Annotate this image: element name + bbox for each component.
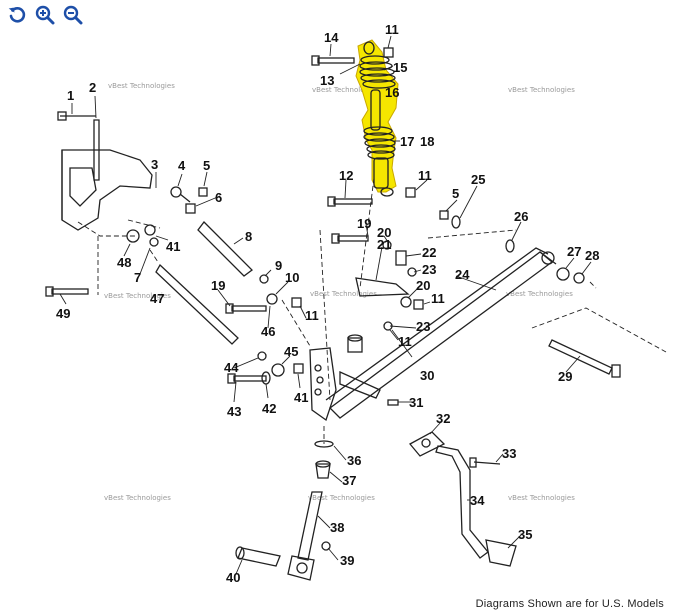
callout-13[interactable]: 13 <box>320 73 334 88</box>
watermark: vBest Technologies <box>104 494 171 502</box>
zoom-in-button[interactable] <box>34 4 56 26</box>
callout-14[interactable]: 14 <box>324 30 339 45</box>
watermark: vBest Technologies <box>508 86 575 94</box>
callout-7[interactable]: 7 <box>134 270 141 285</box>
watermarks: vBest Technologies vBest Technologies vB… <box>104 82 575 502</box>
zoom-out-icon <box>63 5 83 25</box>
callout-23[interactable]: 23 <box>416 319 430 334</box>
callout-31[interactable]: 31 <box>409 395 423 410</box>
watermark: vBest Technologies <box>308 494 375 502</box>
watermark: vBest Technologies <box>506 290 573 298</box>
callout-22[interactable]: 22 <box>422 245 436 260</box>
callout-20[interactable]: 20 <box>377 225 391 240</box>
rotate-button[interactable] <box>6 4 28 26</box>
callout-32[interactable]: 32 <box>436 411 450 426</box>
callout-11[interactable]: 11 <box>305 308 319 323</box>
callout-10[interactable]: 10 <box>285 270 299 285</box>
callout-16[interactable]: 16 <box>385 85 399 100</box>
callout-17[interactable]: 17 <box>400 134 414 149</box>
callout-19[interactable]: 19 <box>211 278 225 293</box>
callout-8[interactable]: 8 <box>245 229 252 244</box>
callout-5[interactable]: 5 <box>452 186 459 201</box>
callout-20[interactable]: 20 <box>416 278 430 293</box>
models-footer-note: Diagrams Shown are for U.S. Models <box>475 598 664 610</box>
callout-2[interactable]: 2 <box>89 80 96 95</box>
zoom-out-button[interactable] <box>62 4 84 26</box>
watermark: vBest Technologies <box>508 494 575 502</box>
hardware-parts[interactable] <box>45 47 621 406</box>
callout-1[interactable]: 1 <box>67 88 74 103</box>
callout-47[interactable]: 47 <box>150 291 164 306</box>
watermark: vBest Technologies <box>108 82 175 90</box>
callout-3[interactable]: 3 <box>151 157 158 172</box>
watermark: vBest Technologies <box>104 292 171 300</box>
callout-33[interactable]: 33 <box>502 446 516 461</box>
callout-38[interactable]: 38 <box>330 520 344 535</box>
callout-11[interactable]: 11 <box>398 334 412 349</box>
callout-45[interactable]: 45 <box>284 344 298 359</box>
callout-labels: 1 2 3 4 5 5 6 7 8 9 10 11 11 11 11 11 12… <box>56 22 599 585</box>
callout-34[interactable]: 34 <box>470 493 485 508</box>
callout-40[interactable]: 40 <box>226 570 240 585</box>
callout-35[interactable]: 35 <box>518 527 532 542</box>
callout-41[interactable]: 41 <box>294 390 308 405</box>
callout-28[interactable]: 28 <box>585 248 599 263</box>
callout-46[interactable]: 46 <box>261 324 275 339</box>
rotate-ccw-icon <box>8 7 26 23</box>
callout-5[interactable]: 5 <box>203 158 210 173</box>
leader-ticks <box>59 35 592 575</box>
front-axle[interactable] <box>309 247 557 422</box>
callout-26[interactable]: 26 <box>514 209 528 224</box>
callout-24[interactable]: 24 <box>455 267 470 282</box>
shock-absorber-highlight[interactable] <box>355 39 399 197</box>
watermark: vBest Technologies <box>310 290 377 298</box>
callout-18[interactable]: 18 <box>420 134 434 149</box>
callout-29[interactable]: 29 <box>558 369 572 384</box>
callout-21[interactable]: 21 <box>377 237 391 252</box>
callout-23[interactable]: 23 <box>422 262 436 277</box>
callout-25[interactable]: 25 <box>471 172 485 187</box>
viewer-toolbar <box>6 4 84 26</box>
watermark: vBest Technologies <box>312 86 379 94</box>
callout-36[interactable]: 36 <box>347 453 361 468</box>
callout-9[interactable]: 9 <box>275 258 282 273</box>
callout-11[interactable]: 11 <box>385 22 399 37</box>
pedal-assembly[interactable] <box>408 431 517 567</box>
callout-49[interactable]: 49 <box>56 306 70 321</box>
callout-27[interactable]: 27 <box>567 244 581 259</box>
callout-43[interactable]: 43 <box>227 404 241 419</box>
callout-6[interactable]: 6 <box>215 190 222 205</box>
leader-lines <box>77 177 667 444</box>
callout-41[interactable]: 41 <box>166 239 180 254</box>
spindle-assembly[interactable] <box>235 440 334 581</box>
zoom-in-icon <box>35 5 55 25</box>
frame-bracket[interactable] <box>57 111 153 231</box>
callout-48[interactable]: 48 <box>117 255 131 270</box>
callout-39[interactable]: 39 <box>340 553 354 568</box>
callout-19[interactable]: 19 <box>357 216 371 231</box>
callout-44[interactable]: 44 <box>224 360 239 375</box>
callout-42[interactable]: 42 <box>262 401 276 416</box>
callout-30[interactable]: 30 <box>420 368 434 383</box>
callout-15[interactable]: 15 <box>393 60 407 75</box>
callout-11[interactable]: 11 <box>418 168 432 183</box>
callout-11[interactable]: 11 <box>431 291 445 306</box>
callout-4[interactable]: 4 <box>178 158 186 173</box>
callout-12[interactable]: 12 <box>339 168 353 183</box>
callout-37[interactable]: 37 <box>342 473 356 488</box>
